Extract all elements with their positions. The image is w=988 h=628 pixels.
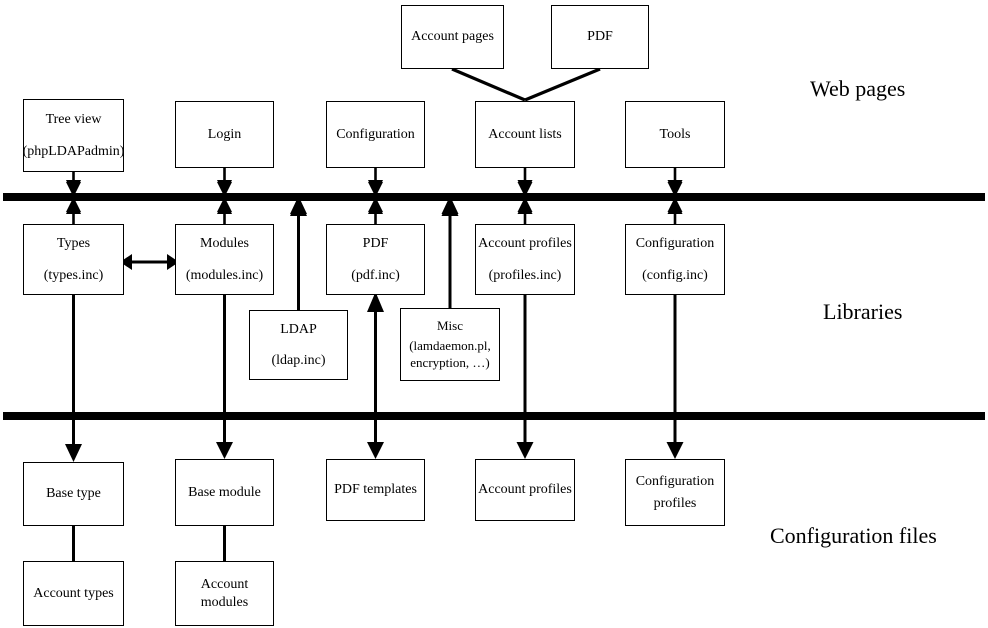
- connector-bar2-down-to-account-profiles-files: [516, 420, 534, 459]
- node-account-profiles-files-label: Account profiles: [478, 482, 572, 498]
- connector-bar2-down-to-base-module: [216, 420, 233, 459]
- node-configuration-web[interactable]: Configuration: [326, 101, 425, 168]
- node-configuration-profiles[interactable]: Configuration profiles: [625, 459, 725, 526]
- connector-pdf-lib-up-to-bar1: [368, 198, 383, 224]
- node-configuration-lib-sublabel: (config.inc): [642, 267, 708, 283]
- node-account-profiles-files[interactable]: Account profiles: [475, 459, 575, 521]
- node-account-modules-label: Account modules: [200, 577, 249, 610]
- connector-tree-view-down-to-bar1: [66, 172, 81, 196]
- node-tree-view-sublabel: (phpLDAPadmin): [22, 143, 125, 159]
- node-modules[interactable]: Modules (modules.inc): [175, 224, 274, 295]
- node-tree-view[interactable]: Tree view (phpLDAPadmin): [23, 99, 124, 172]
- node-base-module[interactable]: Base module: [175, 459, 274, 526]
- node-configuration-lib-label: Configuration: [635, 236, 715, 251]
- node-pdf-templates-label: PDF templates: [334, 482, 417, 498]
- node-misc-sublabel-2: encryption, …): [410, 354, 490, 370]
- node-configuration-web-label: Configuration: [336, 126, 415, 142]
- zone-label-web-pages: Web pages: [810, 76, 906, 101]
- connector-ldap-up-to-bar1: [290, 198, 307, 310]
- node-account-pages[interactable]: Account pages: [401, 5, 504, 69]
- node-types-sublabel: (types.inc): [43, 267, 104, 283]
- node-account-types[interactable]: Account types: [23, 561, 124, 626]
- connector-configuration-web-down-to-bar1: [368, 168, 383, 196]
- node-login-label: Login: [207, 126, 242, 142]
- node-pdf-templates[interactable]: PDF templates: [326, 459, 425, 521]
- node-account-modules[interactable]: Account modules: [175, 561, 274, 626]
- node-pdf-top-label: PDF: [587, 29, 613, 45]
- node-account-profiles-lib-label: Account profiles: [478, 236, 572, 251]
- connector-types-modules-bidirectional: [120, 254, 179, 270]
- node-ldap[interactable]: LDAP (ldap.inc): [249, 310, 348, 380]
- connector-account-pages-to-account-lists: [451, 67, 526, 102]
- node-misc-sublabel-1: (lamdaemon.pl,: [409, 338, 491, 354]
- node-types-label: Types: [56, 236, 91, 251]
- node-misc-label: Misc: [437, 318, 463, 334]
- node-modules-sublabel: (modules.inc): [185, 267, 264, 283]
- connector-pdf-lib-down-to-bar2: [367, 292, 384, 420]
- node-types[interactable]: Types (types.inc): [23, 224, 124, 295]
- zone-label-libraries: Libraries: [823, 299, 903, 324]
- node-pdf-lib[interactable]: PDF (pdf.inc): [326, 224, 425, 295]
- connector-account-lists-down-to-bar1: [517, 168, 533, 196]
- node-tree-view-label: Tree view: [45, 112, 102, 127]
- node-account-lists-label: Account lists: [488, 126, 562, 142]
- node-configuration-lib[interactable]: Configuration (config.inc): [625, 224, 725, 295]
- node-ldap-label: LDAP: [280, 321, 317, 337]
- connector-tools-down-to-bar1: [667, 168, 683, 196]
- node-pdf-top[interactable]: PDF: [551, 5, 649, 69]
- connector-bar2-down-to-configuration-profiles: [666, 420, 684, 459]
- connector-types-up-to-bar1: [66, 198, 81, 224]
- connector-bar2-down-to-pdf-templates: [367, 420, 384, 459]
- node-account-profiles-lib-sublabel: (profiles.inc): [488, 267, 562, 283]
- zone-label-configuration-files: Configuration files: [770, 523, 937, 548]
- node-pdf-lib-label: PDF: [362, 236, 389, 251]
- node-base-type[interactable]: Base type: [23, 462, 124, 526]
- connector-login-down-to-bar1: [217, 168, 232, 196]
- connector-pdf-top-to-account-lists: [524, 67, 601, 102]
- node-configuration-profiles-label: Configuration: [635, 474, 715, 489]
- node-base-module-label: Base module: [188, 484, 261, 500]
- node-modules-label: Modules: [200, 236, 249, 251]
- connector-misc-up-to-bar1: [441, 198, 459, 308]
- connector-account-profiles-lib-up-to-bar1: [517, 198, 533, 224]
- node-account-types-label: Account types: [33, 585, 114, 601]
- node-login[interactable]: Login: [175, 101, 274, 168]
- node-tools[interactable]: Tools: [625, 101, 725, 168]
- connector-bar2-down-to-base-type: [65, 420, 82, 462]
- connector-configuration-lib-up-to-bar1: [667, 198, 683, 224]
- node-pdf-lib-sublabel: (pdf.inc): [351, 267, 400, 283]
- node-tools-label: Tools: [659, 126, 691, 142]
- node-account-pages-label: Account pages: [411, 29, 494, 45]
- node-account-lists[interactable]: Account lists: [475, 101, 575, 168]
- node-ldap-sublabel: (ldap.inc): [271, 353, 326, 368]
- node-configuration-profiles-sublabel: profiles: [653, 495, 697, 511]
- node-base-type-label: Base type: [46, 486, 101, 502]
- node-account-profiles-lib[interactable]: Account profiles (profiles.inc): [475, 224, 575, 295]
- connector-modules-up-to-bar1: [217, 198, 232, 224]
- node-misc[interactable]: Misc (lamdaemon.pl, encryption, …): [400, 308, 500, 381]
